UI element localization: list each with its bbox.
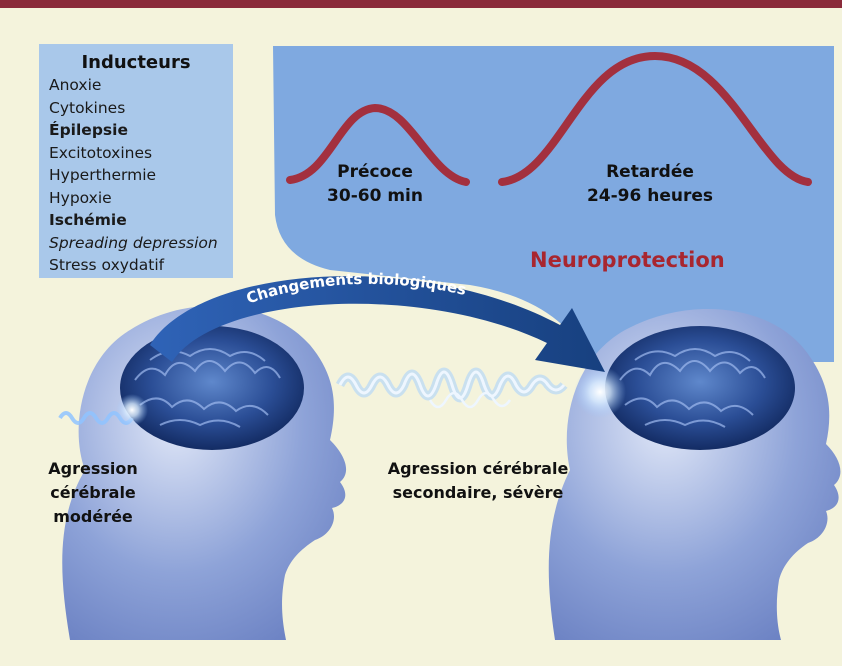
left-brain-folds xyxy=(134,348,281,428)
inducer-item: Stress oxydatif xyxy=(49,256,165,274)
right-brain-folds xyxy=(619,348,766,428)
late-protection-label: Retardée 24-96 heures xyxy=(570,160,730,208)
late-phase-name: Retardée xyxy=(606,162,694,182)
inducer-item: Épilepsie xyxy=(49,121,128,139)
inducer-item: Hyperthermie xyxy=(49,166,157,184)
right-caption-line: Agression cérébrale xyxy=(387,459,569,478)
left-caption-line: cérébrale xyxy=(50,483,136,502)
right-brain xyxy=(605,326,795,450)
neuroprotection-title: Neuroprotection xyxy=(530,248,725,272)
left-brain xyxy=(120,326,304,450)
left-caption-line: Agression xyxy=(48,459,138,478)
inducer-item: Hypoxie xyxy=(49,188,112,207)
secondary-insult-wave xyxy=(335,367,568,409)
inducers-box: Inducteurs Anoxie Cytokines Épilepsie Ex… xyxy=(39,44,233,278)
left-head-caption: Agression cérébrale modérée xyxy=(18,457,168,529)
biological-changes-arrow xyxy=(150,276,605,372)
neuroprotection-panel xyxy=(273,46,834,362)
inducer-item: Excitotoxines xyxy=(49,143,153,162)
left-impact-glow xyxy=(116,394,148,426)
right-head-caption: Agression cérébrale secondaire, sévère xyxy=(378,457,578,505)
inducer-item: Spreading depression xyxy=(49,233,218,252)
inducers-title: Inducteurs xyxy=(81,52,191,73)
right-impact-glow xyxy=(574,366,626,418)
right-caption-line: secondaire, sévère xyxy=(392,483,564,502)
top-rule xyxy=(0,0,842,8)
inducer-item: Anoxie xyxy=(49,76,102,94)
inducer-item: Ischémie xyxy=(49,211,127,229)
late-phase-time: 24-96 heures xyxy=(586,186,714,206)
early-phase-name: Précoce xyxy=(337,162,413,182)
early-phase-time: 30-60 min xyxy=(327,186,423,206)
left-caption-line: modérée xyxy=(53,507,133,526)
inducer-item: Cytokines xyxy=(49,98,126,117)
late-response-curve xyxy=(498,51,812,186)
early-response-curve xyxy=(286,103,470,186)
early-protection-label: Précoce 30-60 min xyxy=(310,160,440,208)
